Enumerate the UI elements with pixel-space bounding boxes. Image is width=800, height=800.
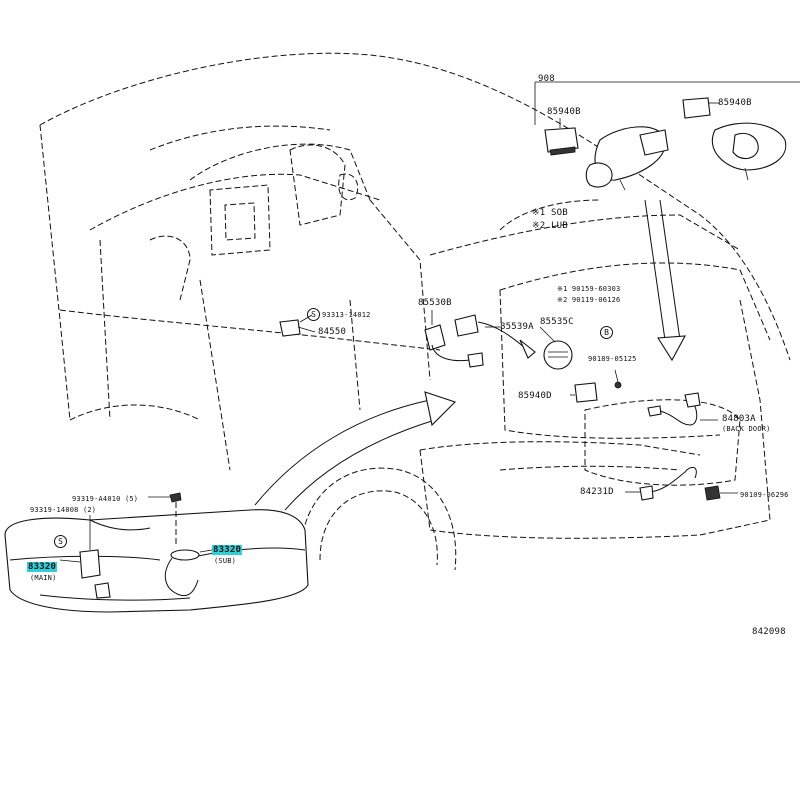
screw-90189 bbox=[614, 369, 622, 389]
label-85940b-left[interactable]: 85940B bbox=[547, 107, 581, 117]
label-90109[interactable]: 90109-06296 bbox=[740, 491, 789, 499]
label-85530b[interactable]: 85530B bbox=[418, 298, 452, 308]
fuel-pump-sub bbox=[164, 549, 213, 597]
label-90159[interactable]: ※1 90159-60303 bbox=[557, 285, 621, 293]
washer-cap-85535c bbox=[539, 326, 573, 370]
marker-b-1: B bbox=[600, 326, 613, 339]
motor-85530b bbox=[424, 310, 484, 368]
pointer-line-908 bbox=[534, 81, 800, 362]
label-84803a[interactable]: 84803A bbox=[722, 414, 756, 424]
fuel-pump-main bbox=[59, 515, 111, 599]
relay-85940d bbox=[570, 382, 598, 403]
vehicle-outline bbox=[39, 52, 791, 571]
label-84231d[interactable]: 84231D bbox=[580, 487, 614, 497]
screw-90109 bbox=[704, 485, 738, 501]
label-93319-14008[interactable]: 93319-14008 (2) bbox=[30, 506, 97, 514]
marker-s-2: S bbox=[54, 535, 67, 548]
label-84550[interactable]: 84550 bbox=[318, 327, 347, 337]
bolt-93319 bbox=[148, 492, 182, 545]
motor-assembly-left bbox=[585, 126, 669, 191]
marker-s-1: S bbox=[307, 308, 320, 321]
nozzle-85539a bbox=[454, 314, 536, 359]
relay-85940b-right bbox=[682, 97, 720, 119]
label-83320-main[interactable]: 83320 bbox=[27, 562, 58, 572]
direction-arrow bbox=[254, 391, 457, 511]
label-90119[interactable]: ※2 90119-06126 bbox=[557, 296, 621, 304]
label-93313[interactable]: 93313-14012 bbox=[322, 311, 371, 319]
reference-code: 842098 bbox=[752, 627, 786, 637]
label-note-1: ※1 SOB bbox=[532, 208, 568, 218]
fuel-tank bbox=[4, 509, 309, 613]
label-85535c[interactable]: 85535C bbox=[540, 317, 574, 327]
motor-assembly-right bbox=[711, 122, 787, 181]
label-83320-sub-note: (SUB) bbox=[214, 557, 237, 565]
label-93319-a4010[interactable]: 93319-A4010 (5) bbox=[72, 495, 139, 503]
harness-84803a bbox=[647, 392, 718, 426]
label-85940b-right[interactable]: 85940B bbox=[718, 98, 752, 108]
label-85539a[interactable]: 85539A bbox=[500, 322, 534, 332]
label-83320-main-note: (MAIN) bbox=[30, 574, 57, 582]
sensor-84231d bbox=[625, 466, 697, 501]
label-note-2: ※2 LUB bbox=[532, 221, 568, 231]
label-85940d[interactable]: 85940D bbox=[518, 391, 552, 401]
label-90189[interactable]: 90189-05125 bbox=[588, 355, 637, 363]
relay-85940b-left bbox=[544, 118, 579, 156]
label-group-908: 908 bbox=[538, 74, 555, 84]
label-83320-sub[interactable]: 83320 bbox=[212, 545, 243, 555]
label-84803a-note: (BACK DOOR) bbox=[722, 425, 771, 433]
